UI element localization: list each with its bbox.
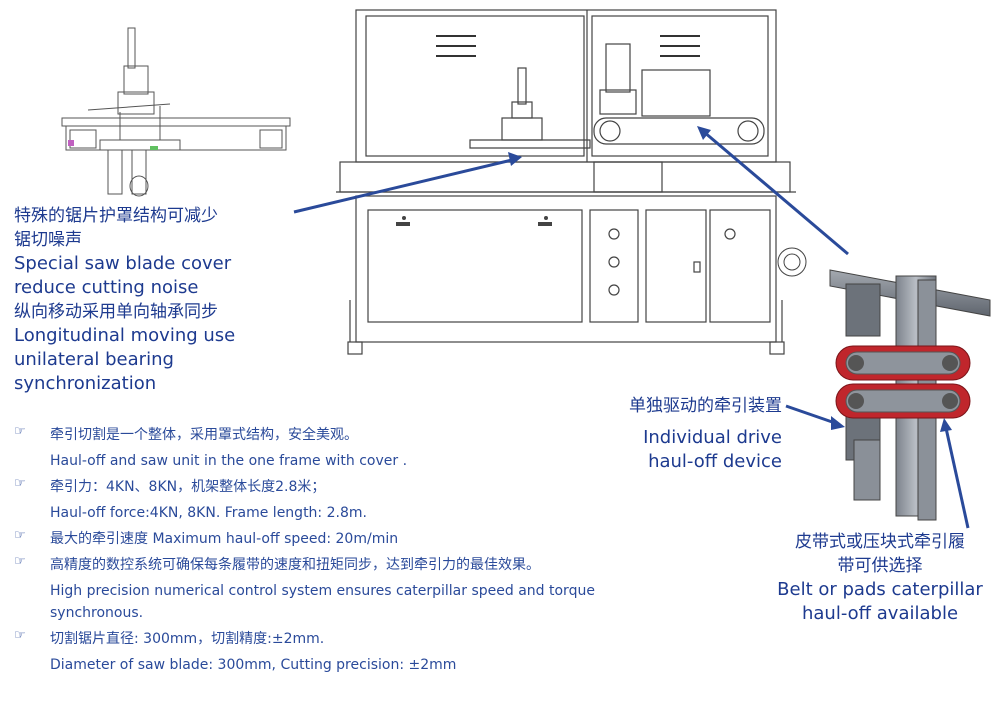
saw-cover-callout: 特殊的锯片护罩结构可减少 锯切噪声 Special saw blade cove…: [14, 204, 314, 396]
bearing-zh-line: 纵向移动采用单向轴承同步: [14, 302, 218, 322]
hand-pointer-icon: ☞: [14, 528, 26, 543]
feature-item: ☞ 最大的牵引速度 Maximum haul-off speed: 20m/mi…: [14, 528, 694, 550]
feature-item: ☞ 牵引力：4KN、8KN，机架整体长度2.8米； Haul-off force…: [14, 476, 694, 524]
feature-zh: 最大的牵引速度 Maximum haul-off speed: 20m/min: [50, 531, 399, 547]
feature-en: High precision numerical control system …: [50, 583, 595, 599]
belt-zh-line2: 带可供选择: [837, 556, 923, 576]
feature-en: Diameter of saw blade: 300mm, Cutting pr…: [50, 657, 457, 673]
saw-cover-zh-line2: 锯切噪声: [14, 230, 82, 250]
bearing-en-line2: unilateral bearing: [14, 349, 174, 370]
feature-en-cont: synchronous.: [50, 605, 144, 621]
feature-zh: 高精度的数控系统可确保每条履带的速度和扭矩同步，达到牵引力的最佳效果。: [50, 557, 540, 573]
saw-cover-en-line2: reduce cutting noise: [14, 277, 199, 298]
feature-zh: 牵引力：4KN、8KN，机架整体长度2.8米；: [50, 479, 326, 495]
hand-pointer-icon: ☞: [14, 424, 26, 439]
marker-purple: [68, 140, 74, 146]
feature-item: ☞ 切割锯片直径: 300mm，切割精度:±2mm. Diameter of s…: [14, 628, 694, 676]
belt-en-line2: haul-off available: [801, 603, 959, 624]
blower-drawing: [777, 247, 807, 277]
hand-pointer-icon: ☞: [14, 476, 26, 491]
marker-green: [150, 146, 158, 150]
cabinet-handles: [396, 216, 552, 226]
bearing-en-line3: synchronization: [14, 373, 157, 394]
saw-cover-zh-line1: 特殊的锯片护罩结构可减少: [14, 206, 218, 226]
belt-zh-line1: 皮带式或压块式牵引履: [795, 532, 965, 552]
feature-en: Haul-off and saw unit in the one frame w…: [50, 453, 408, 469]
feature-list: ☞ 牵引切割是一个整体，采用罩式结构，安全美观。 Haul-off and sa…: [14, 424, 694, 676]
drive-callout: 单独驱动的牵引装置 Individual drive haul-off devi…: [560, 394, 782, 474]
caterpillar-3d-drawing: [829, 269, 991, 521]
bearing-en-line1: Longitudinal moving use: [14, 325, 236, 346]
side-view-drawing: [61, 27, 291, 197]
belt-callout: 皮带式或压块式牵引履 带可供选择 Belt or pads caterpilla…: [764, 530, 996, 626]
drive-en-line1: Individual drive: [643, 427, 782, 448]
hand-pointer-icon: ☞: [14, 554, 26, 569]
feature-en: Haul-off force:4KN, 8KN. Frame length: 2…: [50, 505, 367, 521]
drive-zh-line: 单独驱动的牵引装置: [629, 396, 782, 416]
feature-zh: 牵引切割是一个整体，采用罩式结构，安全美观。: [50, 427, 358, 443]
feature-zh: 切割锯片直径: 300mm，切割精度:±2mm.: [50, 631, 325, 647]
callout-arrows: [293, 126, 970, 529]
main-machine-drawing: [336, 9, 796, 355]
feature-item: ☞ 牵引切割是一个整体，采用罩式结构，安全美观。 Haul-off and sa…: [14, 424, 694, 472]
feature-item: ☞ 高精度的数控系统可确保每条履带的速度和扭矩同步，达到牵引力的最佳效果。 Hi…: [14, 554, 694, 624]
hand-pointer-icon: ☞: [14, 628, 26, 643]
belt-en-line1: Belt or pads caterpillar: [777, 579, 983, 600]
saw-cover-en-line1: Special saw blade cover: [14, 253, 232, 274]
vent-marks: [436, 35, 700, 57]
drive-en-line2: haul-off device: [648, 451, 782, 472]
